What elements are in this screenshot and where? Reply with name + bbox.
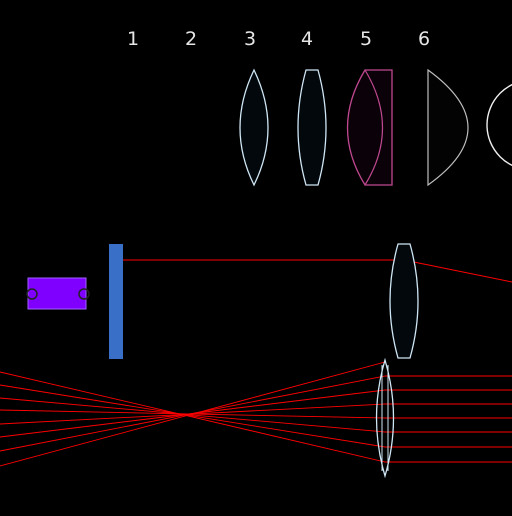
lower-beams — [0, 361, 512, 467]
laser-source[interactable] — [26, 277, 90, 310]
upper-lens[interactable] — [389, 243, 419, 359]
palette-label-6: 6 — [417, 28, 431, 50]
palette-label-2: 2 — [184, 28, 198, 50]
upper-beam — [123, 259, 512, 283]
palette-label-1: 1 — [126, 28, 140, 50]
palette-sphere[interactable] — [486, 80, 512, 170]
blue-screen[interactable] — [109, 244, 123, 359]
palette-lens-5[interactable] — [346, 69, 393, 186]
palette-label-4: 4 — [300, 28, 314, 50]
palette-label-3: 3 — [243, 28, 257, 50]
palette-label-5: 5 — [359, 28, 373, 50]
palette-lens-3[interactable] — [239, 68, 269, 187]
palette-lens-6[interactable] — [427, 68, 469, 187]
lower-lens[interactable] — [375, 357, 395, 479]
palette-lens-4[interactable] — [297, 69, 327, 186]
